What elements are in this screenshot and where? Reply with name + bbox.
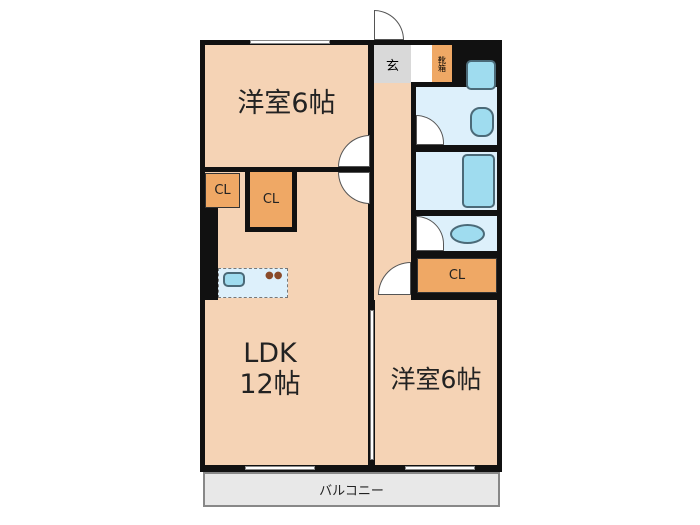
stove-icon: ●●	[265, 270, 283, 281]
closet-1-label: CL	[214, 183, 231, 198]
balcony-label: バルコニー	[319, 484, 384, 499]
front-door[interactable]	[374, 10, 404, 40]
western-room-1	[205, 45, 368, 167]
window	[250, 40, 330, 44]
entrance-label: 玄	[385, 58, 399, 74]
window	[405, 466, 475, 470]
shoe-box: 靴箱	[432, 45, 452, 82]
window	[245, 466, 315, 470]
entry-step	[411, 45, 432, 82]
bathtub-icon	[462, 154, 495, 208]
western-room-2-label: 洋室6帖	[390, 365, 482, 394]
western-room-2	[375, 300, 497, 465]
closet-1: CL	[205, 173, 240, 208]
corridor	[374, 45, 411, 300]
kitchen-wall	[200, 208, 218, 300]
sink-icon	[223, 272, 245, 287]
closet-2-label: CL	[262, 192, 280, 207]
sliding-partition[interactable]	[370, 310, 374, 460]
shoe-box-label: 靴箱	[437, 55, 447, 72]
ldk-label-line1: LDK	[243, 338, 297, 369]
ldk-label-line2: 12帖	[239, 369, 301, 401]
washing-machine-pan	[466, 60, 496, 90]
ldk-label: LDK 12帖	[205, 338, 335, 400]
washbasin-icon	[470, 107, 494, 137]
western-room-1-label: 洋室6帖	[237, 88, 336, 119]
toilet-icon	[450, 224, 485, 244]
closet-3: CL	[417, 258, 497, 293]
closet-3-label: CL	[448, 268, 466, 283]
closet-2: CL	[245, 172, 297, 232]
balcony: バルコニー	[203, 472, 500, 507]
entrance: 玄	[374, 45, 411, 83]
